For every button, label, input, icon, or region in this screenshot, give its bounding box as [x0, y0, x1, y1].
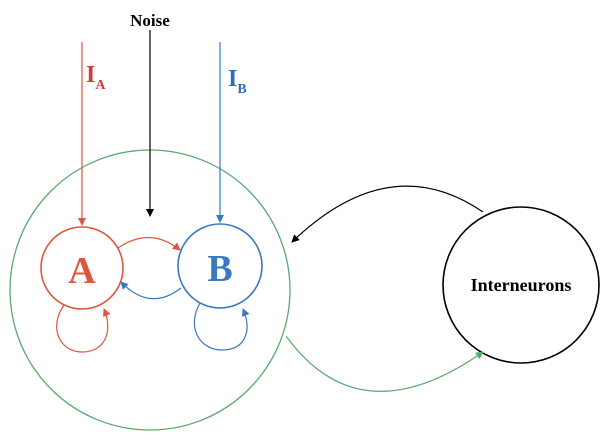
a-to-b-connection	[117, 236, 181, 251]
input-b-label: IB	[228, 66, 247, 97]
input-a-label: IA	[86, 62, 106, 93]
input-a-main: I	[86, 62, 95, 88]
noise-label: Noise	[130, 11, 170, 30]
input-a-subscript: A	[95, 78, 106, 93]
a-self-connection	[56, 304, 111, 353]
network-to-interneurons-connection	[285, 335, 484, 392]
input-b-subscript: B	[237, 82, 246, 97]
population-b-label: B	[207, 248, 232, 290]
interneurons-to-network-connection	[291, 185, 484, 243]
population-a-label: A	[68, 250, 96, 292]
b-to-a-connection	[120, 281, 182, 300]
population-b-circle	[177, 223, 263, 309]
interneurons-label: Interneurons	[471, 275, 572, 295]
b-self-connection	[193, 302, 250, 351]
population-a-circle	[40, 226, 124, 310]
interneurons-circle	[442, 206, 600, 364]
input-b-main: I	[228, 66, 237, 92]
